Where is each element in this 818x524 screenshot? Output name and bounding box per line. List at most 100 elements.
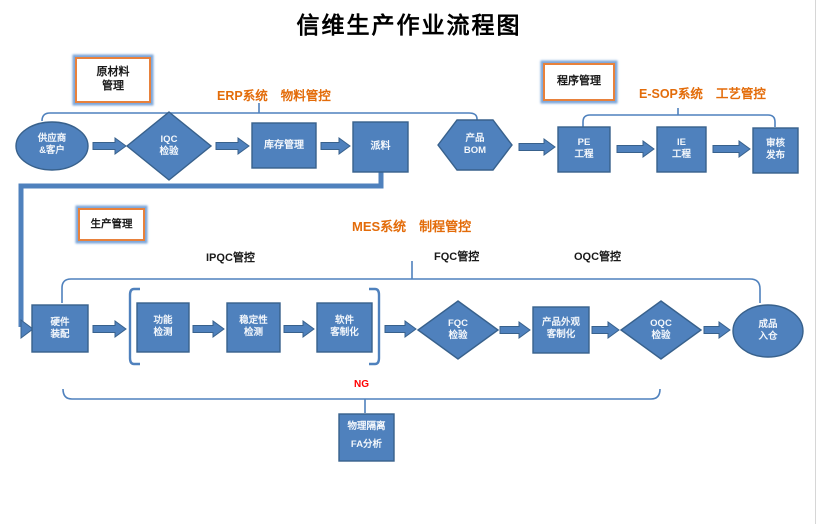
fqc-inspection-diamond	[416, 300, 500, 360]
erp-bracket-line	[41, 112, 478, 123]
hardware-assembly-box	[31, 304, 89, 353]
arrow-oqc-finished	[703, 321, 731, 339]
production-management-text: 生产管理	[90, 217, 133, 230]
oqc-line2: 检验	[651, 330, 671, 342]
inventory-management-box	[251, 122, 317, 169]
row2-arrows	[92, 320, 731, 339]
review-release-box	[752, 127, 799, 174]
func-line1: 功能	[153, 315, 173, 326]
assembly-line2: 装配	[50, 329, 70, 341]
product-bom-hexagon	[437, 119, 513, 171]
bracket-lines	[41, 103, 776, 413]
supplier-line1: 供应商	[37, 133, 67, 144]
review-line2: 发布	[765, 150, 785, 162]
pe-engineering-box	[557, 126, 611, 173]
pe-text: PE 工程	[558, 137, 610, 162]
bom-text: 产品 BOM	[440, 133, 510, 158]
arrow-stability-software	[283, 320, 315, 338]
software-custom-text: 软件 客制化	[317, 315, 372, 340]
inventory-text: 库存管理	[264, 140, 304, 151]
bom-line1: 产品	[465, 133, 485, 144]
ng-box-line1: 物理隔离	[347, 421, 386, 432]
finished-goods-text: 成品 入仓	[733, 319, 803, 344]
row2-nodes	[31, 300, 804, 462]
stability-line1: 稳定性	[239, 315, 268, 326]
erp-system-label: ERP系统 物料管控	[217, 85, 331, 104]
erp-system-name: ERP系统	[217, 89, 268, 103]
supplier-customer-ellipse	[15, 121, 89, 171]
ie-line2: 工程	[671, 149, 691, 161]
ie-text: IE 工程	[657, 137, 706, 162]
ng-box-line2: FA分析	[350, 439, 383, 451]
pe-line1: PE	[577, 137, 591, 148]
ng-bracket-line	[62, 388, 661, 400]
mes-system-label: MES系统 制程管控	[352, 216, 471, 235]
oqc-control-label: OQC管控	[574, 251, 622, 263]
group-brackets	[128, 287, 381, 366]
ie-line1: IE	[677, 137, 686, 148]
software-customization-box	[316, 302, 373, 353]
finished-goods-ellipse	[732, 304, 804, 358]
dispatch-text: 派料	[370, 141, 391, 152]
ng-isolation-text: 物理隔离 FA分析	[339, 418, 394, 454]
review-line1: 审核	[765, 138, 785, 149]
connector-arrowhead	[20, 319, 34, 339]
func-line2: 检测	[153, 327, 173, 339]
ng-isolation-box	[338, 413, 395, 462]
iqc-inspection-diamond	[125, 111, 213, 181]
production-management-label-box: 生产管理	[78, 208, 145, 241]
left-square-bracket	[128, 287, 140, 366]
bom-line2: BOM	[463, 145, 487, 157]
program-management-label-box: 程序管理	[543, 63, 615, 101]
arrow-bom-pe	[518, 138, 556, 156]
mes-bracket-line	[61, 278, 761, 303]
software-line1: 软件	[334, 315, 354, 326]
assembly-text: 硬件 装配	[32, 317, 88, 342]
mes-system-name: MES系统	[352, 219, 407, 234]
page-edge-line	[815, 0, 816, 524]
esop-system-name: E-SOP系统	[639, 87, 703, 101]
program-management-text: 程序管理	[557, 75, 601, 88]
esop-system-label: E-SOP系统 工艺管控	[639, 83, 766, 102]
arrow-assembly-func	[92, 320, 127, 338]
esop-bracket-line	[582, 114, 776, 127]
dispatch-to-assembly-connector	[18, 172, 384, 327]
assembly-line1: 硬件	[50, 317, 70, 328]
arrow-ie-review	[712, 140, 751, 158]
esop-system-scope: 工艺管控	[715, 87, 766, 101]
ie-engineering-box	[656, 126, 707, 173]
finished-line1: 成品	[758, 319, 778, 330]
supplier-line2: &客户	[39, 145, 65, 157]
function-test-text: 功能 检测	[137, 315, 189, 340]
appearance-text: 产品外观 客制化	[533, 317, 589, 342]
raw-material-line2: 管理	[102, 80, 124, 92]
software-line2: 客制化	[330, 327, 359, 339]
arrow-software-fqc	[384, 320, 417, 338]
ng-label: NG	[354, 379, 369, 390]
stability-test-text: 稳定性 检测	[227, 315, 280, 340]
appearance-line2: 客制化	[546, 329, 576, 341]
fqc-control-label: FQC管控	[434, 251, 480, 263]
arrow-pe-ie	[616, 140, 655, 158]
arrow-fqc-appearance	[499, 321, 531, 339]
arrow-supplier-iqc	[92, 137, 127, 155]
erp-system-scope: 物料管控	[280, 89, 331, 103]
mes-system-scope: 制程管控	[419, 219, 472, 234]
appearance-line1: 产品外观	[541, 317, 580, 328]
raw-material-management-label-box: 原材料 管理	[75, 57, 151, 103]
arrow-appearance-oqc	[591, 321, 620, 339]
right-square-bracket	[369, 287, 381, 366]
function-test-box	[136, 302, 190, 353]
ipqc-control-label: IPQC管控	[206, 252, 255, 264]
stability-line2: 检测	[243, 327, 263, 339]
raw-material-line1: 原材料	[96, 66, 130, 79]
row1-nodes	[15, 111, 799, 181]
arrow-iqc-inventory	[215, 137, 250, 155]
oqc-inspection-diamond	[619, 300, 703, 360]
fqc-line2: 检验	[448, 330, 468, 342]
review-text: 审核 发布	[753, 138, 798, 163]
page-title: 信维生产作业流程图	[296, 13, 522, 38]
fqc-line1: FQC	[447, 318, 469, 329]
